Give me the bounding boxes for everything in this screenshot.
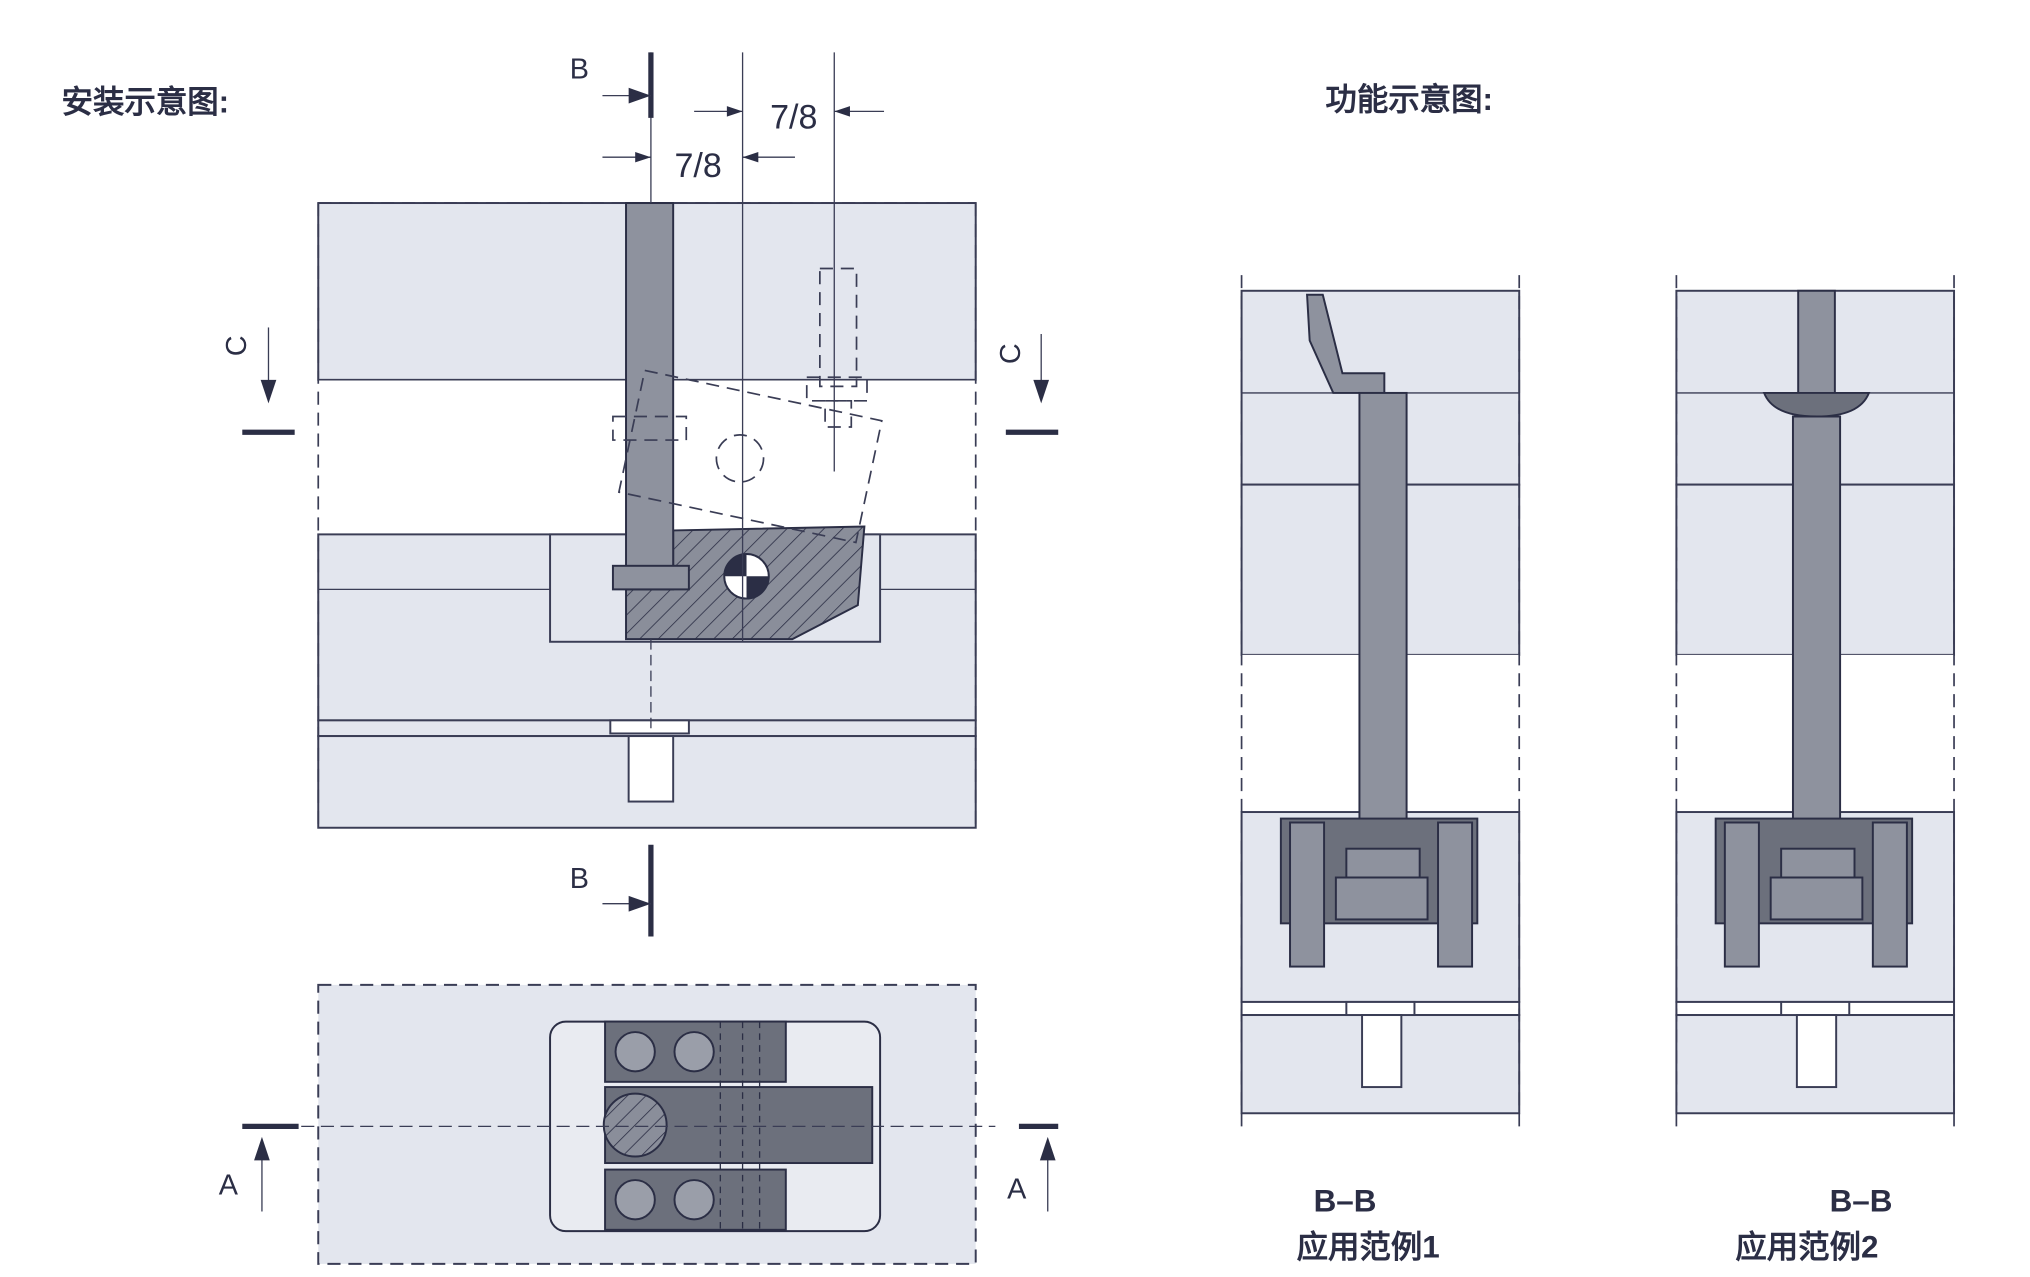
example2-caption: 应用范例2 xyxy=(1735,1228,1878,1264)
install-top-view: A A xyxy=(219,983,1059,1265)
section-c-right: C xyxy=(995,343,1027,364)
example2-section: B–B xyxy=(1830,1183,1893,1218)
section-a-left: A xyxy=(219,1169,239,1201)
function-title: 功能示意图: xyxy=(1325,81,1493,117)
example1-section: B–B xyxy=(1314,1183,1377,1218)
ejector-rod xyxy=(625,202,675,571)
section-b-top: B xyxy=(570,54,589,86)
example1-caption: 应用范例1 xyxy=(1297,1228,1440,1264)
section-b-bottom: B xyxy=(570,863,589,895)
section-a-right: A xyxy=(1007,1173,1027,1205)
dimension-left: 7/8 xyxy=(674,147,721,185)
dimension-right: 7/8 xyxy=(770,98,817,136)
function-example-1 xyxy=(1240,275,1521,1133)
function-example-2 xyxy=(1675,275,1956,1133)
install-title: 安装示意图: xyxy=(62,84,230,120)
section-c-left: C xyxy=(221,335,253,356)
install-front-view: 7/8 7/8 B B C C xyxy=(221,52,1059,937)
